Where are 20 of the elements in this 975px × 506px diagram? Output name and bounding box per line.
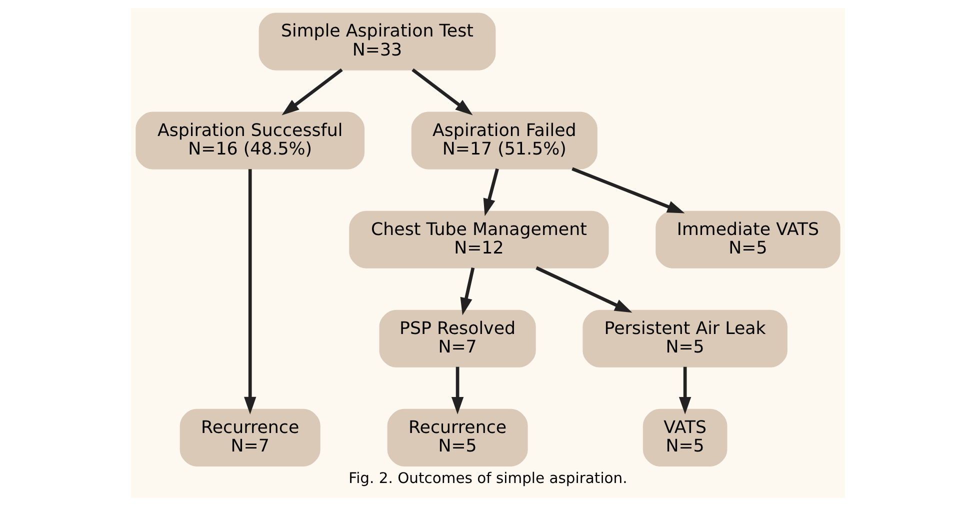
node-box: VATS N=5 bbox=[642, 408, 727, 466]
arrow bbox=[678, 366, 691, 414]
arrow bbox=[535, 266, 632, 313]
arrow bbox=[482, 168, 498, 216]
node-box: Chest Tube Management N=12 bbox=[348, 210, 608, 268]
node-box: Recurrence N=5 bbox=[386, 408, 528, 466]
node-box: Aspiration Successful N=16 (48.5%) bbox=[135, 112, 364, 170]
node-box: Immediate VATS N=5 bbox=[655, 210, 840, 268]
arrow bbox=[411, 68, 472, 116]
arrow bbox=[281, 68, 342, 116]
arrow bbox=[244, 169, 256, 414]
node-box: PSP Resolved N=7 bbox=[378, 310, 536, 368]
node-box: Simple Aspiration Test N=33 bbox=[258, 12, 496, 70]
node-box: Aspiration Failed N=17 (51.5%) bbox=[410, 112, 597, 170]
arrow bbox=[571, 167, 684, 214]
arrow bbox=[450, 366, 464, 414]
node-box: Persistent Air Leak N=5 bbox=[582, 310, 787, 368]
arrow bbox=[460, 267, 474, 316]
caption: Fig. 2. Outcomes of simple aspiration. bbox=[348, 470, 627, 487]
node-box: Recurrence N=7 bbox=[179, 408, 320, 466]
